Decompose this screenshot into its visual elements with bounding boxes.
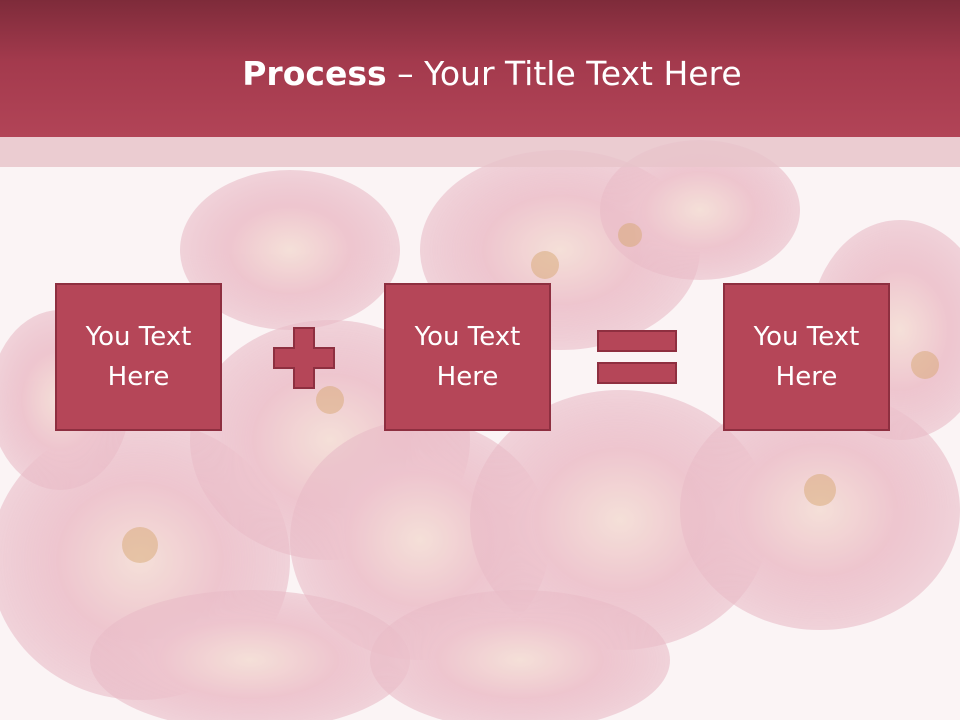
title-bar	[0, 0, 960, 137]
equals-icon	[597, 330, 677, 384]
slide-title: Process – Your Title Text Here	[0, 52, 960, 96]
process-box-2-text: You Text Here	[414, 322, 521, 392]
process-box-3-text: You Text Here	[753, 322, 860, 392]
plus-icon	[273, 327, 335, 389]
process-box-2: You Text Here	[384, 283, 551, 431]
slide-title-bold: Process	[242, 54, 387, 93]
process-box-3: You Text Here	[723, 283, 890, 431]
process-box-1: You Text Here	[55, 283, 222, 431]
title-bar-band	[0, 137, 960, 167]
process-box-1-text: You Text Here	[85, 322, 192, 392]
slide-title-rest: – Your Title Text Here	[386, 54, 742, 93]
